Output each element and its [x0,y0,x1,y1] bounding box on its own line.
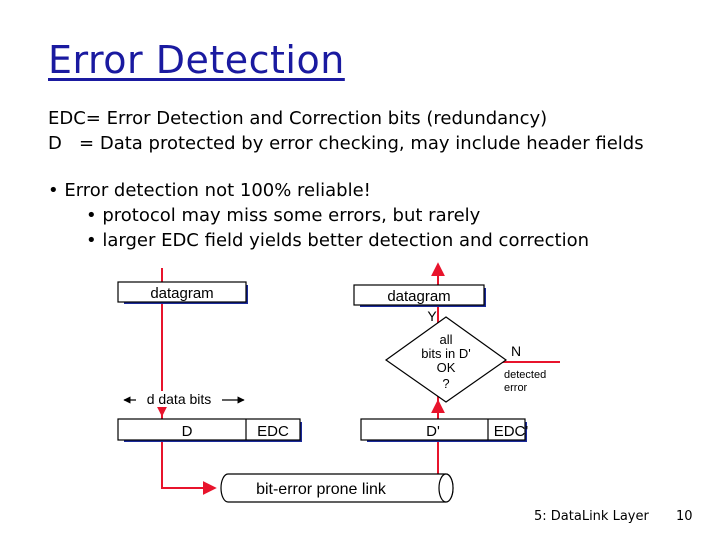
edc-prime-cell-label: EDC' [494,423,529,440]
yes-label: Y [427,308,437,324]
decision-line-3: OK [437,360,456,375]
decision-line-4: ? [442,376,449,391]
no-label: N [511,343,521,359]
detected-error-line-2: error [504,382,528,394]
edc-cell-label: EDC [257,423,289,440]
datagram-box-left: datagram [117,281,248,304]
d-definition: D = Data protected by error checking, ma… [48,133,644,154]
d-prime-cell-label: D' [426,423,440,440]
bullet-main: • Error detection not 100% reliable! [48,180,371,201]
datagram-left-label: datagram [150,285,213,302]
decision-diamond: Y all bits in D' OK ? N detected error [384,308,546,403]
edc-definition: EDC= Error Detection and Correction bits… [48,108,548,129]
receiver-frame: D' EDC' [360,418,529,442]
d-cell-label: D [182,423,193,440]
d-data-bits-span: d data bits [123,391,245,407]
bit-error-prone-link: bit-error prone link [220,473,454,503]
datagram-box-right: datagram [353,284,486,307]
detected-error-line-1: detected [504,369,546,381]
decision-line-1: all [439,332,452,347]
bullet-sub-2: • larger EDC field yields better detecti… [86,230,589,251]
decision-line-2: bits in D' [421,346,470,361]
datagram-right-label: datagram [387,288,450,305]
bullet-sub-1: • protocol may miss some errors, but rar… [86,205,481,226]
slide-title: Error Detection [48,38,345,82]
link-label: bit-error prone link [256,481,387,498]
footer-section: 5: DataLink Layer [534,509,649,524]
page-number: 10 [676,509,693,524]
sender-frame: D EDC [117,418,302,442]
d-data-bits-label: d data bits [147,391,212,407]
